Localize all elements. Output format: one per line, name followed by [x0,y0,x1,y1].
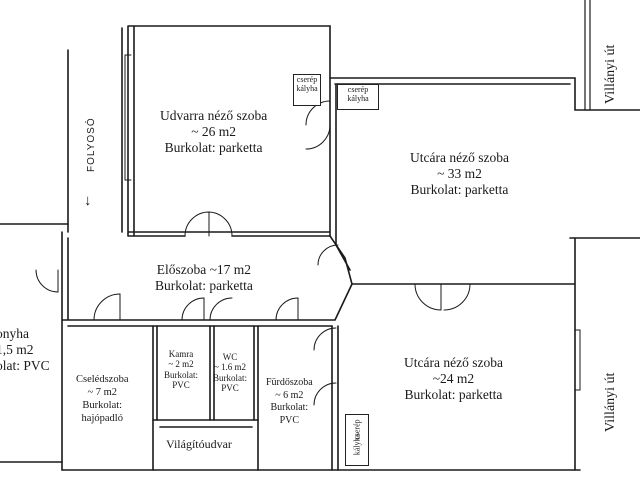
tile-stove-3: cserép kályha [345,414,369,466]
partition-1 [152,325,158,421]
hall-label: Előszoba ~17 m2 Burkolat: parketta [155,262,253,294]
corridor-arrow-icon: ↓ [84,193,92,209]
corridor-label: FOLYOSÓ [86,117,97,172]
courtyard-room-window [124,54,132,181]
door-arc-2 [207,211,233,237]
partition-3 [253,325,259,421]
street-wall-lines [584,0,591,111]
pantry-label: Kamra ~ 2 m2 Burkolat: PVC [164,349,198,391]
right-window [574,329,581,391]
street-name-top: Villányi út [603,44,618,104]
partition-4 [331,325,339,471]
courtyard-room-walls [127,25,331,237]
lightwell [152,419,259,471]
street-room-bottom-label: Utcára néző szoba ~24 m2 Burkolat: parke… [404,355,503,403]
hall-walls [61,231,353,471]
kitchen-label: onyha 1,5 m2 olat: PVC [0,326,50,374]
wc-label: WC ~ 1.6 m2 Burkolat: PVC [213,352,247,394]
maid-room-label: Cselédszoba ~ 7 m2 Burkolat: hajópadló [76,374,129,425]
bathroom-label: Fürdőszoba ~ 6 m2 Burkolat: PVC [266,377,313,426]
door-arc-9 [317,244,339,266]
door-arc-10 [35,269,59,293]
courtyard-room-label: Udvarra néző szoba ~ 26 m2 Burkolat: par… [160,108,268,156]
street-room-top-label: Utcára néző szoba ~ 33 m2 Burkolat: park… [410,150,509,198]
door-arc-8 [313,327,337,406]
street-name-bottom: Villányi út [603,372,618,432]
bottom-wall [0,461,581,471]
tile-stove-1: cserép kályha [293,74,321,106]
door-arc-3 [305,100,331,150]
door-arc-6 [181,297,233,321]
door-arc-4 [414,283,471,311]
door-arc-5 [93,293,121,321]
partition-2 [209,325,215,421]
door-arc-7 [275,297,299,321]
street-room-top-walls [329,77,640,471]
tile-stove-2: cserép kályha [337,84,379,110]
lightwell-label: Világítóudvar [166,437,232,451]
